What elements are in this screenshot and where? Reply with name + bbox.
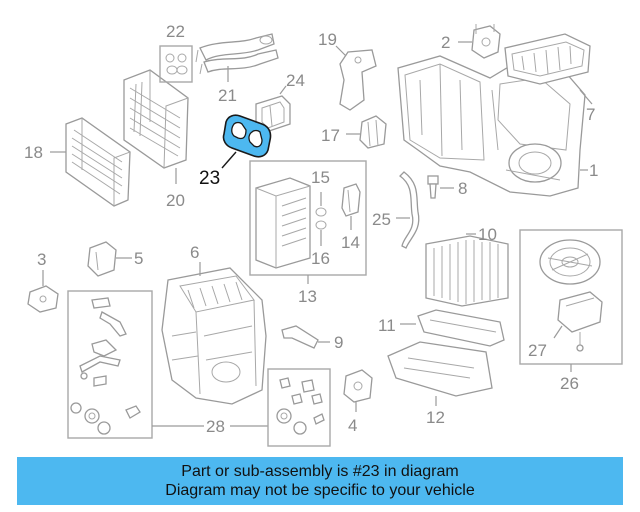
part-21-pipes [195, 33, 279, 75]
callout-25: 25 [372, 210, 391, 229]
callout-1: 1 [589, 161, 598, 180]
hvac-housing [397, 33, 591, 197]
leader-24 [279, 85, 287, 95]
callout-23-highlighted: 23 [199, 168, 220, 189]
callout-5: 5 [134, 249, 143, 268]
part-23-seal-highlighted [222, 114, 272, 158]
part-15-oring [315, 207, 327, 230]
part-20-heater-core [123, 69, 189, 169]
banner-line-2: Diagram may not be specific to your vehi… [165, 482, 475, 499]
part-2-actuator [471, 24, 501, 59]
callout-20: 20 [166, 191, 185, 210]
box-22 [159, 45, 193, 83]
part-14-expansion-valve [341, 183, 361, 217]
part-13-evaporator [255, 177, 311, 269]
part-6-lower-housing [161, 267, 267, 405]
callout-6: 6 [190, 243, 199, 262]
part-19-bracket [339, 49, 377, 111]
box-28-kit [267, 368, 331, 447]
callout-13: 13 [298, 287, 317, 306]
leader-7 [579, 89, 593, 105]
callout-15: 15 [311, 168, 330, 187]
callout-10: 10 [478, 225, 497, 244]
part-17-sensor [359, 115, 387, 149]
callout-28: 28 [206, 417, 225, 436]
part-4-actuator [343, 369, 373, 403]
callout-26: 26 [560, 374, 579, 393]
part-8-screw [427, 175, 439, 199]
part-12-panel [387, 341, 493, 397]
callout-14: 14 [341, 233, 360, 252]
callout-9: 9 [334, 333, 343, 352]
info-banner: Part or sub-assembly is #23 in diagram D… [17, 457, 623, 505]
parts-diagram: 1 7 2 19 17 8 25 10 [24, 22, 623, 447]
part-10-filter [425, 235, 509, 307]
callout-21: 21 [218, 86, 237, 105]
callout-12: 12 [426, 408, 445, 427]
part-11-bracket [417, 309, 505, 347]
leader-19 [335, 45, 347, 57]
banner-line-1: Part or sub-assembly is #23 in diagram [181, 463, 459, 480]
callout-27: 27 [528, 341, 547, 360]
part-3-actuator [27, 285, 59, 313]
callout-8: 8 [458, 179, 467, 198]
callout-2: 2 [441, 33, 450, 52]
part-9-sensor [281, 325, 319, 349]
part-26-blower [539, 239, 603, 352]
part-28-small-parts [70, 297, 141, 435]
callout-22: 22 [166, 22, 185, 41]
leader-27 [553, 325, 563, 339]
part-18-core [65, 117, 131, 207]
callout-18: 18 [24, 143, 43, 162]
part-5-actuator [87, 241, 117, 277]
leader-23 [221, 151, 237, 169]
callout-16: 16 [311, 249, 330, 268]
box-28 [67, 290, 153, 439]
part-28-kit [276, 377, 325, 435]
callout-7: 7 [586, 105, 595, 124]
callout-3: 3 [37, 250, 46, 269]
callout-11: 11 [378, 316, 396, 335]
part-25-hose [398, 171, 420, 249]
callout-4: 4 [348, 416, 357, 435]
callout-17: 17 [321, 126, 340, 145]
part-22-clips [165, 53, 188, 75]
callout-24: 24 [286, 71, 305, 90]
callout-19: 19 [318, 30, 337, 49]
